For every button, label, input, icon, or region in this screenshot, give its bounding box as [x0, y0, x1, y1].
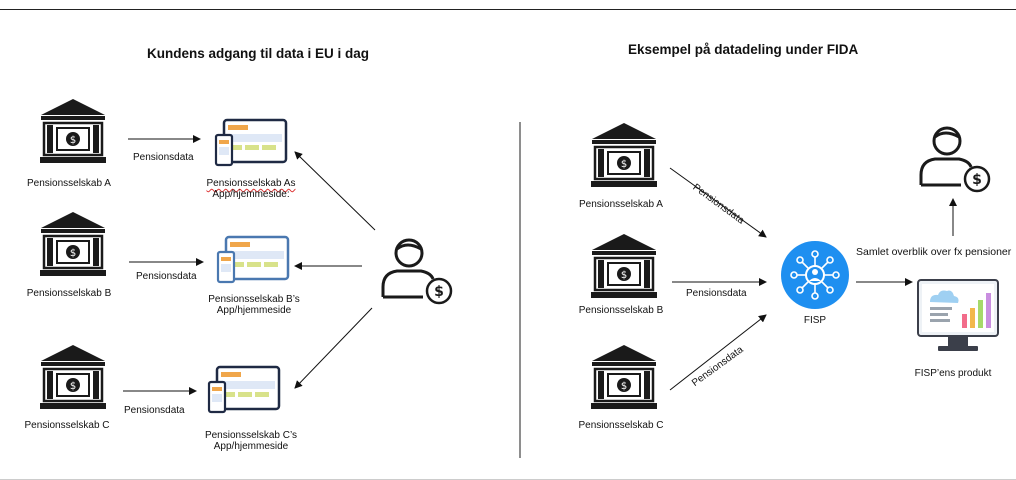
bank-icon: $: [40, 99, 106, 163]
app-label: Pensionsselskab B’s App/hjemmeside: [199, 294, 309, 316]
app-screen-icon: [214, 118, 288, 167]
right-panel-title: Eksempel på datadeling under FIDA: [628, 42, 859, 57]
arrow-customer-a: [294, 151, 376, 231]
fisp-label: FISP: [803, 315, 827, 326]
customer-icon: $: [381, 238, 453, 305]
app-screen-icon: [216, 235, 290, 284]
company-label: Pensionsselskab B: [578, 305, 664, 316]
svg-text:$: $: [70, 381, 76, 392]
bank-icon: $: [591, 345, 657, 409]
flow-label: Pensionsdata: [133, 152, 194, 163]
app-label-line2: App/hjemmeside: [213, 441, 289, 452]
arrow-right-a: [669, 167, 767, 238]
customer-icon: $: [919, 126, 991, 193]
app-label: Pensionsselskab C’s App/hjemmeside: [196, 430, 306, 452]
company-label: Pensionsselskab A: [579, 199, 663, 210]
left-panel-title: Kundens adgang til data i EU i dag: [147, 46, 370, 61]
company-label: Pensionsselskab C: [24, 420, 110, 431]
svg-text:$: $: [621, 159, 627, 170]
flow-label: Pensionsdata: [124, 405, 185, 416]
svg-text:$: $: [434, 284, 444, 300]
svg-text:$: $: [70, 248, 76, 259]
fisp-hub-icon: [781, 241, 849, 309]
bank-icon: $: [591, 234, 657, 298]
product-monitor-icon: [917, 279, 999, 351]
arrow-right-c: [669, 314, 767, 391]
app-screen-icon: [207, 365, 281, 414]
app-label: Pensionsselskab As App/hjemmeside:: [196, 178, 306, 200]
flow-label: Pensionsdata: [686, 288, 747, 299]
app-label-line2: App/hjemmeside:: [212, 189, 290, 200]
top-border: [0, 9, 1016, 10]
app-label-line2: App/hjemmeside: [216, 305, 292, 316]
app-label-line1: Pensionsselskab As: [206, 178, 296, 189]
svg-text:$: $: [70, 135, 76, 146]
app-label-line1: Pensionsselskab B’s: [208, 294, 300, 305]
overview-label: Samlet overblik over fx pensioner: [856, 246, 1012, 258]
company-label: Pensionsselskab C: [578, 420, 664, 431]
bank-icon: $: [40, 345, 106, 409]
bank-icon: $: [591, 123, 657, 187]
app-label-line1: Pensionsselskab C’s: [204, 430, 298, 441]
bank-icon: $: [40, 212, 106, 276]
company-label: Pensionsselskab B: [26, 288, 112, 299]
svg-text:$: $: [972, 172, 982, 188]
product-label: FISP’ens produkt: [914, 368, 992, 379]
svg-text:$: $: [621, 270, 627, 281]
arrow-customer-c: [294, 307, 373, 389]
svg-text:$: $: [621, 381, 627, 392]
company-label: Pensionsselskab A: [27, 178, 111, 189]
flow-label: Pensionsdata: [136, 271, 197, 282]
